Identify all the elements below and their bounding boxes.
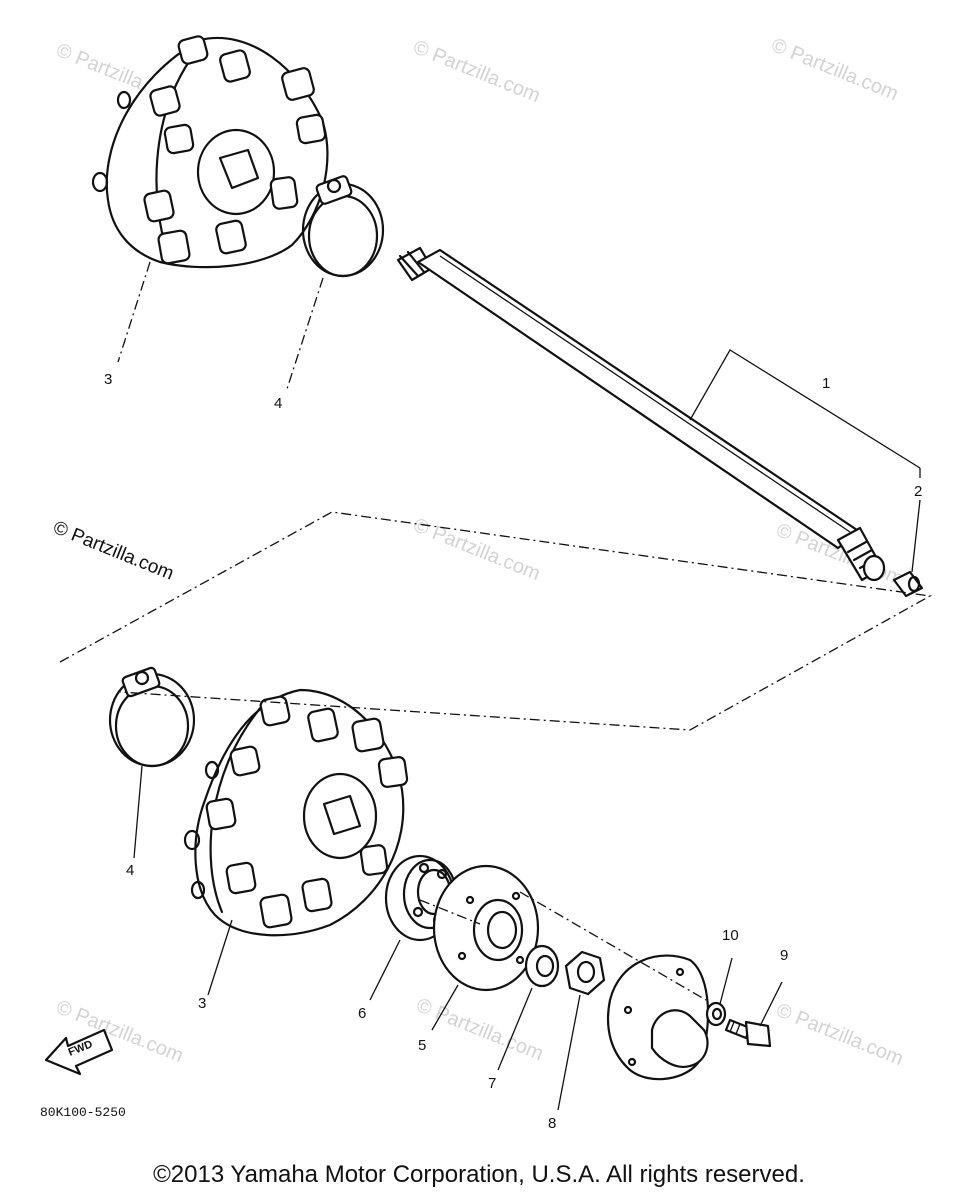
callout-9: 9	[780, 947, 788, 964]
callout-4-bottom: 4	[126, 862, 134, 879]
plate	[432, 864, 540, 992]
assembly-lines	[59, 511, 933, 1001]
fwd-arrow: FWD	[44, 1028, 114, 1076]
shaft	[396, 246, 886, 582]
callout-bracket-1	[689, 349, 921, 478]
callout-numbers: 1 2 3 4 4 3 6 5 7 8 10 9	[104, 371, 922, 1132]
callout-6: 6	[358, 1005, 366, 1022]
diagram-code: 80K100-5250	[40, 1105, 126, 1120]
clamp-top	[301, 175, 385, 278]
callout-3-bottom: 3	[198, 995, 206, 1012]
callout-10: 10	[722, 927, 739, 944]
callout-4-top: 4	[274, 395, 282, 412]
leader-lines	[117, 261, 921, 1111]
copyright-notice: ©2013 Yamaha Motor Corporation, U.S.A. A…	[153, 1161, 805, 1188]
watermark-mid-center: © Partzilla.com	[410, 514, 543, 585]
watermark-dark: © Partzilla.com	[50, 517, 177, 584]
washer	[524, 944, 560, 988]
watermark-bottom-center: © Partzilla.com	[413, 994, 546, 1065]
watermark-bottom-right: © Partzilla.com	[773, 999, 906, 1070]
sprocket-bottom	[183, 688, 409, 937]
clamp-bottom	[108, 666, 196, 768]
callout-3-top: 3	[104, 371, 112, 388]
watermark-top-center: © Partzilla.com	[410, 36, 543, 107]
callout-1: 1	[822, 375, 830, 392]
callout-8: 8	[548, 1115, 556, 1132]
callout-5: 5	[418, 1037, 426, 1054]
pin	[892, 570, 924, 598]
bolt	[724, 1018, 772, 1048]
nut	[564, 950, 606, 996]
housing	[606, 954, 710, 1081]
small-nut	[705, 1001, 727, 1027]
watermark-top-right: © Partzilla.com	[768, 34, 901, 105]
callout-2: 2	[914, 483, 922, 500]
sprocket-top	[91, 35, 329, 269]
callout-7: 7	[488, 1075, 496, 1092]
